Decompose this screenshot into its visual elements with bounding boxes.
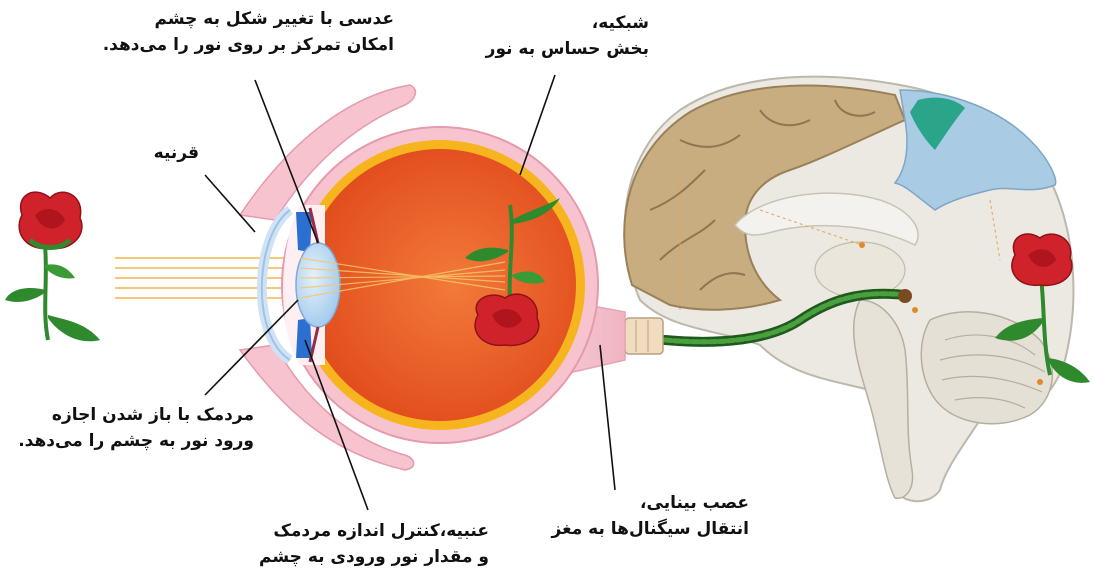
label-retina-line2: بخش حساس به نور <box>485 39 649 59</box>
rose-left <box>5 191 100 342</box>
label-iris-line1: عنبیه،کنترل اندازه مردمک <box>273 521 489 541</box>
label-retina: شبکیه، بخش حساس به نور <box>486 10 649 62</box>
rose-right <box>995 233 1090 383</box>
lower-eyelid <box>238 344 415 471</box>
visual-cortex-accent <box>910 97 965 150</box>
cerebrum <box>623 84 907 311</box>
label-optic-nerve-line1: عصب بینایی، <box>640 493 749 513</box>
brainstem <box>852 299 914 499</box>
label-cornea-line1: قرنیه <box>153 143 199 163</box>
label-pupil-line2: ورود نور به چشم را می‌دهد. <box>18 431 254 451</box>
label-lens: عدسی با تغییر شکل به چشم امکان تمرکز بر … <box>103 6 394 58</box>
focused-rays <box>299 257 506 299</box>
label-lens-line2: امکان تمرکز بر روی نور را می‌دهد. <box>102 35 394 55</box>
pathway-dots <box>859 242 1043 385</box>
label-optic-nerve: عصب بینایی، انتقال سیگنال‌ها به مغز <box>552 490 749 542</box>
leader-lines <box>204 74 616 511</box>
brain <box>623 75 1075 503</box>
label-pupil: مردمک با باز شدن اجازه ورود نور به چشم ر… <box>18 402 254 454</box>
optic-connector <box>624 317 664 355</box>
label-optic-nerve-line2: انتقال سیگنال‌ها به مغز <box>551 519 749 539</box>
label-cornea: قرنیه <box>154 140 199 166</box>
iris-top <box>296 212 312 252</box>
upper-eyelid <box>238 84 417 221</box>
eye-interior <box>304 149 576 421</box>
corpus-callosum <box>734 192 919 246</box>
label-lens-line1: عدسی با تغییر شکل به چشم <box>154 9 395 29</box>
cerebrum-folds <box>649 99 876 291</box>
eye <box>238 84 626 471</box>
cerebellum <box>920 311 1054 425</box>
light-rays <box>115 257 300 299</box>
label-pupil-line1: مردمک با باز شدن اجازه <box>51 405 254 425</box>
rose-retina-image <box>465 198 560 347</box>
label-iris-line2: و مقدار نور ورودی به چشم <box>259 547 489 567</box>
label-retina-line1: شبکیه، <box>591 13 649 33</box>
label-iris: عنبیه،کنترل اندازه مردمک و مقدار نور ورو… <box>259 518 489 570</box>
